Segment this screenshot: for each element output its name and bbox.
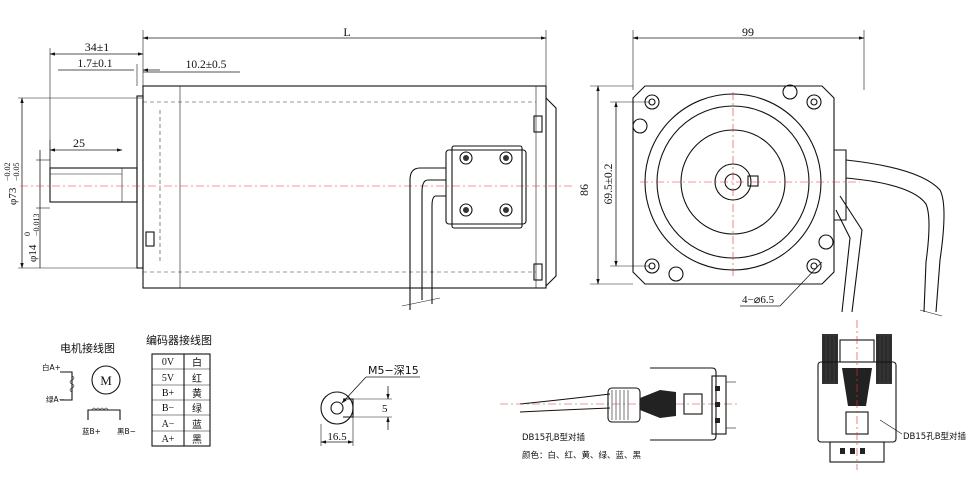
dim-shaft-diameter: φ14 — [27, 244, 39, 262]
encoder-signal: 5V — [162, 373, 175, 384]
dim-height: 86 — [577, 184, 591, 196]
dim-tap-hole: M5−深15 — [368, 364, 419, 377]
encoder-signal: A− — [162, 419, 175, 430]
wire-blue-b-plus: 蓝B+ — [82, 426, 101, 436]
db15-connector-side: DB15孔B型对插 颜色：白、红、黄、绿、蓝、黑 — [500, 367, 740, 461]
wire-green-a-minus: 绿A− — [46, 395, 65, 404]
encoder-wiring-table: 编码器接线图 0V 5V B+ B− A− A+ 白 红 黄 绿 蓝 黑 — [146, 333, 212, 447]
dim-hole-spacing: 69.5±0.2 — [603, 163, 615, 204]
dim-width: 99 — [742, 25, 754, 39]
encoder-color: 绿 — [192, 402, 202, 415]
dim-flat-depth: 5 — [382, 403, 388, 415]
encoder-signal: B+ — [162, 388, 175, 399]
wire-black-b-minus: 黑B− — [117, 427, 136, 436]
mount-holes — [632, 84, 834, 282]
encoder-rows: 0V 5V B+ B− A− A+ 白 红 黄 绿 蓝 黑 — [152, 356, 210, 446]
shaft-tol-lower: −0.013 — [32, 213, 41, 236]
encoder-signal: A+ — [162, 434, 175, 445]
dim-pilot: 10.2±0.5 — [186, 59, 227, 71]
dim-flange-offset: 34±1 — [85, 40, 110, 54]
encoder-color: 白 — [192, 356, 202, 369]
dim-pilot-diameter: φ73 — [7, 187, 19, 205]
gland-screws — [459, 151, 513, 217]
side-view: L 34±1 1.7±0.1 10.2±0.5 φ73 −0.02 −0.05 … — [3, 25, 575, 310]
pilot-tol-upper: −0.02 — [3, 162, 12, 181]
encoder-color: 蓝 — [192, 419, 202, 431]
motor-symbol: M — [100, 373, 112, 388]
dim-flange-thickness: 1.7±0.1 — [77, 58, 112, 70]
dim-mount-holes: 4−⌀6.5 — [742, 294, 775, 306]
shaft-end-detail: M5−深15 5 16.5 — [320, 364, 420, 446]
dim-shaft-dia-end: 16.5 — [327, 431, 347, 443]
encoder-signal: 0V — [162, 357, 175, 368]
db15-label-right: DB15孔B型对插 — [903, 431, 967, 442]
encoder-signal: B− — [162, 403, 175, 414]
front-view: 99 86 69.5±0.2 — [577, 25, 945, 317]
motor-wiring-diagram: 电机接线图 M 白A+ 绿A− 蓝B+ 黑B− — [42, 341, 136, 436]
encoder-color: 红 — [192, 372, 202, 385]
wire-white-a-plus: 白A+ — [42, 362, 61, 372]
encoder-wiring-title: 编码器接线图 — [146, 333, 212, 347]
motor-wiring-title: 电机接线图 — [60, 341, 115, 355]
db15-colors: 颜色：白、红、黄、绿、蓝、黑 — [522, 450, 642, 461]
db15-label: DB15孔B型对插 — [522, 432, 586, 443]
shaft-tol-upper: 0 — [23, 232, 32, 236]
dim-length: L — [343, 25, 350, 39]
db15-connector-front: DB15孔B型对插 — [817, 320, 967, 470]
encoder-color: 黑 — [192, 434, 202, 446]
svg-text:φ73: φ73 — [7, 187, 19, 205]
dim-shaft-length: 25 — [73, 136, 85, 150]
encoder-color: 黄 — [192, 387, 202, 400]
pilot-tol-lower: −0.05 — [12, 162, 21, 181]
